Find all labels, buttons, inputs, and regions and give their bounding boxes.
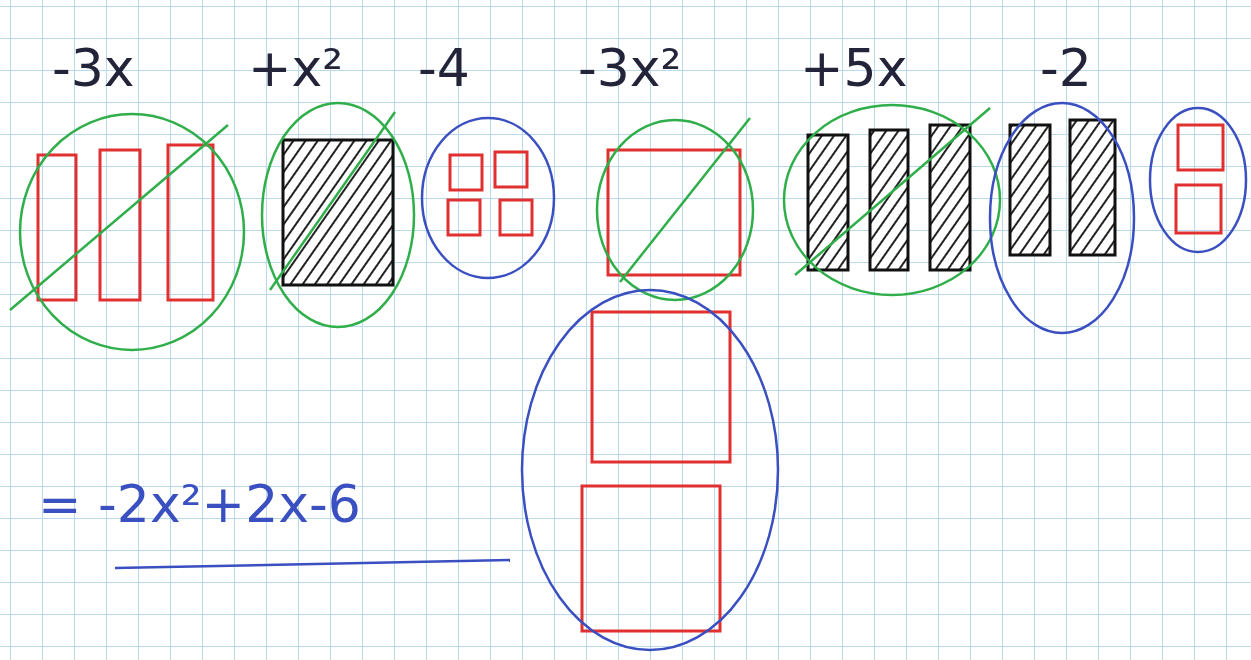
group-circle — [1150, 108, 1246, 252]
group-circle — [422, 118, 554, 278]
expression-term: +5x — [800, 42, 907, 94]
negative-unit-tiles — [1176, 125, 1223, 233]
expression-term: +x² — [248, 42, 343, 94]
expression-term: -3x — [52, 42, 135, 94]
expression-term: -2 — [1040, 42, 1092, 94]
negative-x-tiles — [38, 145, 213, 300]
group-circle — [522, 290, 778, 650]
negative-unit-tiles — [448, 152, 532, 235]
cancel-line — [10, 125, 228, 310]
group-circle — [990, 103, 1134, 333]
expression-term: -3x² — [578, 42, 681, 94]
remaining-x2-tiles — [582, 312, 730, 631]
simplified-answer: = -2x²+2x-6 — [38, 478, 361, 530]
zero-pair-circle — [262, 103, 414, 327]
cancel-line — [620, 118, 750, 282]
zero-pair-circle — [20, 114, 244, 350]
positive-x-tiles — [808, 120, 1115, 270]
cancel-line — [795, 108, 990, 275]
cancel-line — [270, 112, 395, 290]
answer-underline — [115, 560, 510, 568]
positive-x2-tile — [283, 140, 393, 285]
zero-pair-circle — [597, 120, 753, 300]
expression-term: -4 — [418, 42, 470, 94]
zero-pair-circle — [784, 105, 1000, 295]
